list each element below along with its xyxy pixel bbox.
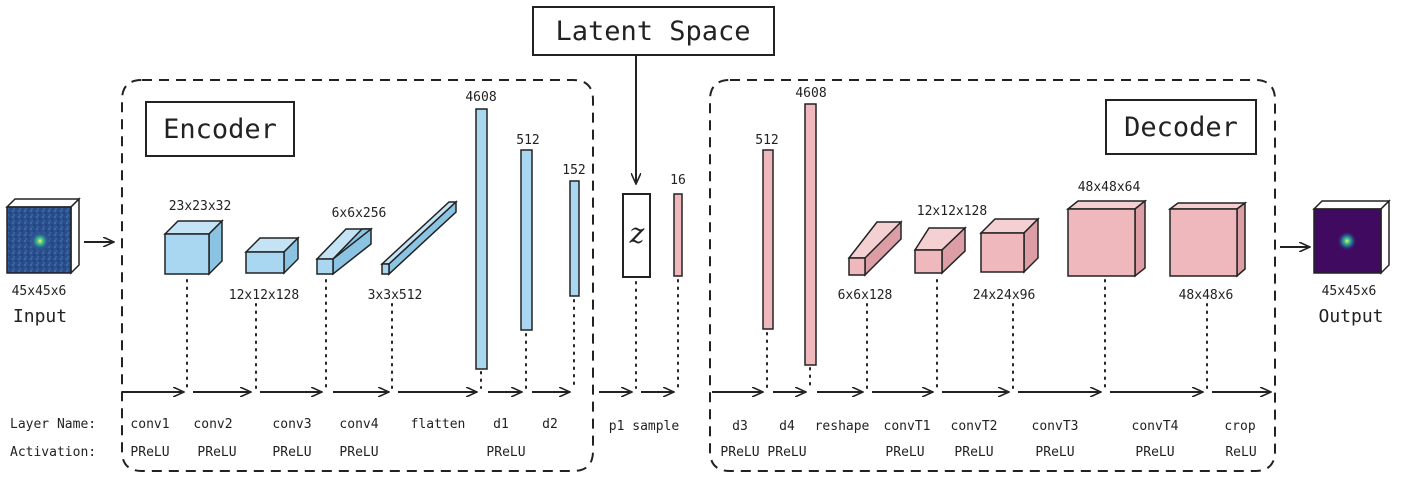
latent-space-title: Latent Space (555, 16, 750, 47)
conv3-block (315, 227, 373, 276)
layer-name: d2 (542, 417, 558, 432)
dim-convT2: 24x24x96 (973, 288, 1036, 303)
layer-name: conv4 (339, 417, 378, 432)
output-image (1312, 199, 1391, 275)
reshape-block (847, 220, 903, 277)
layer-name: convT4 (1132, 419, 1179, 434)
dim-d1: 512 (516, 133, 539, 148)
dim-d3: 512 (755, 133, 778, 148)
output-label: Output (1318, 306, 1383, 327)
dim-convT1: 12x12x128 (917, 204, 987, 219)
d4-bar (804, 103, 817, 366)
dotted-connectors (186, 279, 1208, 389)
dim-convT4: 48x48x6 (1179, 288, 1234, 303)
layer-name: conv3 (272, 417, 311, 432)
dim-conv3: 6x6x256 (332, 206, 387, 221)
conv1-block (163, 219, 224, 276)
conv2-block (244, 236, 300, 275)
layer-name: d1 (493, 417, 509, 432)
flatten-bar (475, 108, 488, 370)
latent-space-box: Latent Space (532, 6, 775, 56)
layer-name: convT1 (884, 419, 931, 434)
input-image (5, 197, 81, 275)
encoder-title: Encoder (163, 114, 277, 145)
d3-bar (762, 149, 774, 330)
activation-label: PReLU (954, 445, 993, 460)
convT2-block (979, 217, 1040, 274)
convT1-block (913, 226, 967, 275)
activation-label: PReLU (339, 445, 378, 460)
layer-name: d3 (732, 419, 748, 434)
layer-name: p1 sample (609, 419, 680, 434)
input-dims: 45x45x6 (12, 284, 67, 299)
dim-latent: 16 (670, 173, 686, 188)
layer-names: conv1 conv2 conv3 conv4 flatten d1 d2 p1… (130, 417, 1255, 434)
activations: PReLU PReLU PReLU PReLU PReLU PReLU PReL… (130, 445, 1256, 460)
layer-name: convT2 (951, 419, 998, 434)
encoder-label-box: Encoder (145, 101, 295, 157)
dim-flatten: 4608 (465, 90, 496, 105)
dim-conv1: 23x23x32 (169, 199, 232, 214)
activation-label: PReLU (720, 445, 759, 460)
z-symbol: z (629, 217, 645, 250)
latent-sample-bar (673, 193, 683, 277)
layer-name: reshape (815, 419, 870, 434)
conv4-block (380, 200, 458, 276)
d1-bar (520, 149, 533, 331)
activation-label: PReLU (272, 445, 311, 460)
layer-name: flatten (411, 417, 466, 432)
dim-convT3: 48x48x64 (1078, 180, 1141, 195)
layer-name: conv1 (130, 417, 169, 432)
dim-conv4: 3x3x512 (368, 288, 423, 303)
d2-bar (569, 180, 580, 297)
convT4-block (1167, 201, 1248, 278)
layer-name: conv2 (193, 417, 232, 432)
layer-name: d4 (779, 419, 795, 434)
layer-name: crop (1224, 419, 1255, 434)
activation-label: PReLU (885, 445, 924, 460)
activation-label: ReLU (1225, 445, 1256, 460)
activation-label: PReLU (486, 445, 525, 460)
encoder-container (121, 79, 594, 472)
activation-label: PReLU (1135, 445, 1174, 460)
activation-label: PReLU (197, 445, 236, 460)
input-label: Input (13, 306, 67, 327)
dim-reshape: 6x6x128 (838, 288, 893, 303)
layer-name-header: Layer Name: (10, 417, 96, 432)
activation-label: PReLU (1035, 445, 1074, 460)
decoder-label-box: Decoder (1105, 99, 1257, 155)
decoder-container (709, 79, 1276, 472)
layer-name: convT3 (1032, 419, 1079, 434)
output-dims: 45x45x6 (1322, 284, 1377, 299)
activation-label: PReLU (767, 445, 806, 460)
dimension-labels: 23x23x32 12x12x128 6x6x256 3x3x512 4608 … (169, 86, 1234, 303)
dim-d2: 152 (562, 163, 585, 178)
convT3-block (1065, 199, 1148, 278)
decoder-title: Decoder (1124, 112, 1238, 143)
dim-d4: 4608 (795, 86, 826, 101)
dim-conv2: 12x12x128 (229, 288, 299, 303)
z-box (622, 193, 651, 278)
activation-header: Activation: (10, 445, 96, 460)
activation-label: PReLU (130, 445, 169, 460)
